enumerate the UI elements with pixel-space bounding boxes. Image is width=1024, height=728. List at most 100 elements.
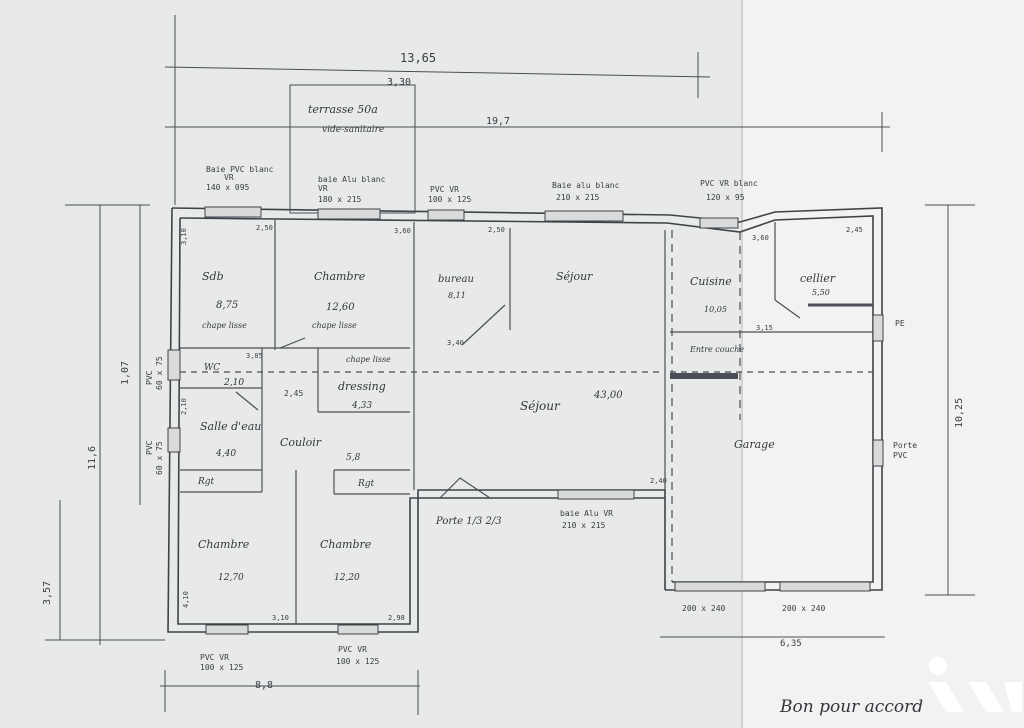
dim-mark: 3,05 — [246, 352, 263, 360]
opening-label: Baie PVC blanc — [206, 165, 274, 174]
room-chambre-left-area: 12,70 — [218, 573, 244, 583]
room-sejour-area: 43,00 — [593, 390, 623, 401]
room-cellier-area: 5,50 — [812, 288, 830, 297]
window-pvc-left-1 — [167, 349, 181, 381]
room-sdb-name: Sdb — [202, 270, 224, 283]
window-pvc-bottom-2 — [337, 624, 379, 635]
opening-label: 100 x 125 — [428, 195, 472, 204]
terrace-label: terrasse 50a — [308, 103, 378, 116]
dim-terrace-width: 3,30 — [387, 77, 411, 88]
door-pe — [872, 314, 884, 342]
dim-line-top-1 — [164, 66, 711, 78]
opening-label: 60 x 75 — [155, 356, 164, 390]
paper-fold-panel — [742, 0, 1024, 728]
dim-mark: 2,50 — [256, 224, 273, 232]
dim-left-inner: 1,07 — [120, 361, 131, 385]
dim-mark: 2,98 — [388, 614, 405, 622]
window-pvc-left-2 — [167, 427, 181, 453]
dim-mark: 2,45 — [846, 226, 863, 234]
door-swing — [461, 304, 506, 346]
opening-label: 100 x 125 — [200, 663, 244, 672]
outer-wall-top-right — [171, 207, 883, 591]
dim-left-bottom: 3,57 — [42, 581, 53, 605]
room-salle-deau-area: 4,40 — [215, 449, 236, 459]
opening-label: PVC VR — [338, 645, 367, 654]
opening-label: 120 x 95 — [706, 193, 745, 202]
door-pvc-garage — [872, 439, 884, 467]
room-chambre-right-name: Chambre — [320, 538, 372, 551]
room-dressing-finish: chape lisse — [346, 355, 391, 364]
room-couloir-area: 5,8 — [346, 453, 361, 463]
dim-mark: 3,60 — [394, 227, 411, 235]
room-cuisine-name: Cuisine — [690, 275, 732, 288]
opening-label: 180 x 215 — [318, 195, 362, 204]
room-couloir-name: Couloir — [280, 436, 322, 449]
window-pvc-bureau — [427, 209, 465, 221]
room-cellier-name: cellier — [800, 272, 836, 285]
outer-wall-inner-left-bottom — [177, 217, 665, 625]
opening-label: baie Alu VR — [560, 509, 613, 518]
approval-annotation: Bon pour accord — [779, 697, 923, 717]
opening-label: 140 x 095 — [206, 183, 250, 192]
window-baie-bottom — [557, 489, 635, 500]
opening-label: PVC VR blanc — [700, 179, 758, 188]
logo-mark — [928, 657, 1022, 712]
room-sejour-name: Séjour — [520, 399, 561, 413]
room-garage-name: Garage — [734, 438, 775, 451]
window-pvc-bottom-1 — [205, 624, 249, 635]
opening-label: 200 x 240 — [782, 604, 826, 613]
dim-mark: 3,40 — [447, 339, 464, 347]
opening-label: 200 x 240 — [682, 604, 726, 613]
opening-label: 210 x 215 — [562, 521, 606, 530]
room-rgt-left: Rgt — [197, 477, 215, 487]
dim-mark: 2,45 — [284, 389, 303, 398]
outer-wall-left-bottom — [167, 207, 666, 633]
opening-label: PVC — [893, 451, 908, 460]
room-sdb-finish: chape lisse — [202, 321, 247, 330]
room-dressing-name: dressing — [338, 380, 386, 393]
room-bureau-name: bureau — [438, 274, 474, 285]
room-cuisine-area: 10,05 — [704, 305, 727, 314]
dim-house-length: 19,7 — [486, 116, 510, 127]
opening-label: baie Alu blanc — [318, 175, 386, 184]
dim-mark: 3,10 — [272, 614, 289, 622]
opening-label: Porte — [893, 441, 917, 450]
opening-label: VR — [224, 173, 234, 182]
window-baie-left — [204, 206, 262, 218]
opening-label: PVC — [145, 440, 154, 455]
window-baie-chambre — [317, 208, 381, 220]
room-chambre-top-name: Chambre — [314, 270, 366, 283]
room-dressing-area: 4,33 — [351, 401, 372, 411]
room-wc-area: 2,10 — [223, 378, 244, 388]
terrace-sublabel: vide-sanitaire — [322, 125, 384, 135]
window-baie-sejour — [544, 210, 624, 222]
dim-bottom-left: 8,8 — [255, 680, 273, 691]
front-door-label: Porte 1/3 2/3 — [435, 516, 502, 527]
opening-label: Baie alu blanc — [552, 181, 620, 190]
room-rgt-right: Rgt — [357, 479, 375, 489]
dim-left-total: 11,6 — [87, 446, 98, 470]
opening-label: 60 x 75 — [155, 441, 164, 475]
entre-couche-label: Entre couche — [689, 345, 744, 354]
opening-label: PVC VR — [200, 653, 229, 662]
window-pvc-cuisine — [699, 217, 739, 229]
door-swing — [774, 299, 801, 319]
door-swing — [235, 391, 259, 411]
opening-label: PVC VR — [430, 185, 459, 194]
dim-bottom-right: 6,35 — [780, 639, 802, 649]
room-sejour-top-name: Séjour — [556, 270, 593, 283]
outer-wall-inner-top-right — [179, 215, 874, 583]
opening-label: 210 x 215 — [556, 193, 600, 202]
opening-label: VR — [318, 184, 328, 193]
room-chambre-right-area: 12,20 — [334, 573, 360, 583]
door-swing — [279, 337, 306, 349]
room-chambre-left-name: Chambre — [198, 538, 250, 551]
garage-door-1 — [674, 581, 766, 592]
dim-mark: 2,10 — [180, 398, 188, 415]
opening-label: PVC — [145, 370, 154, 385]
room-chambre-top-finish: chape lisse — [312, 321, 357, 330]
opening-label: PE — [895, 319, 905, 328]
dim-overall-width: 13,65 — [400, 51, 436, 65]
